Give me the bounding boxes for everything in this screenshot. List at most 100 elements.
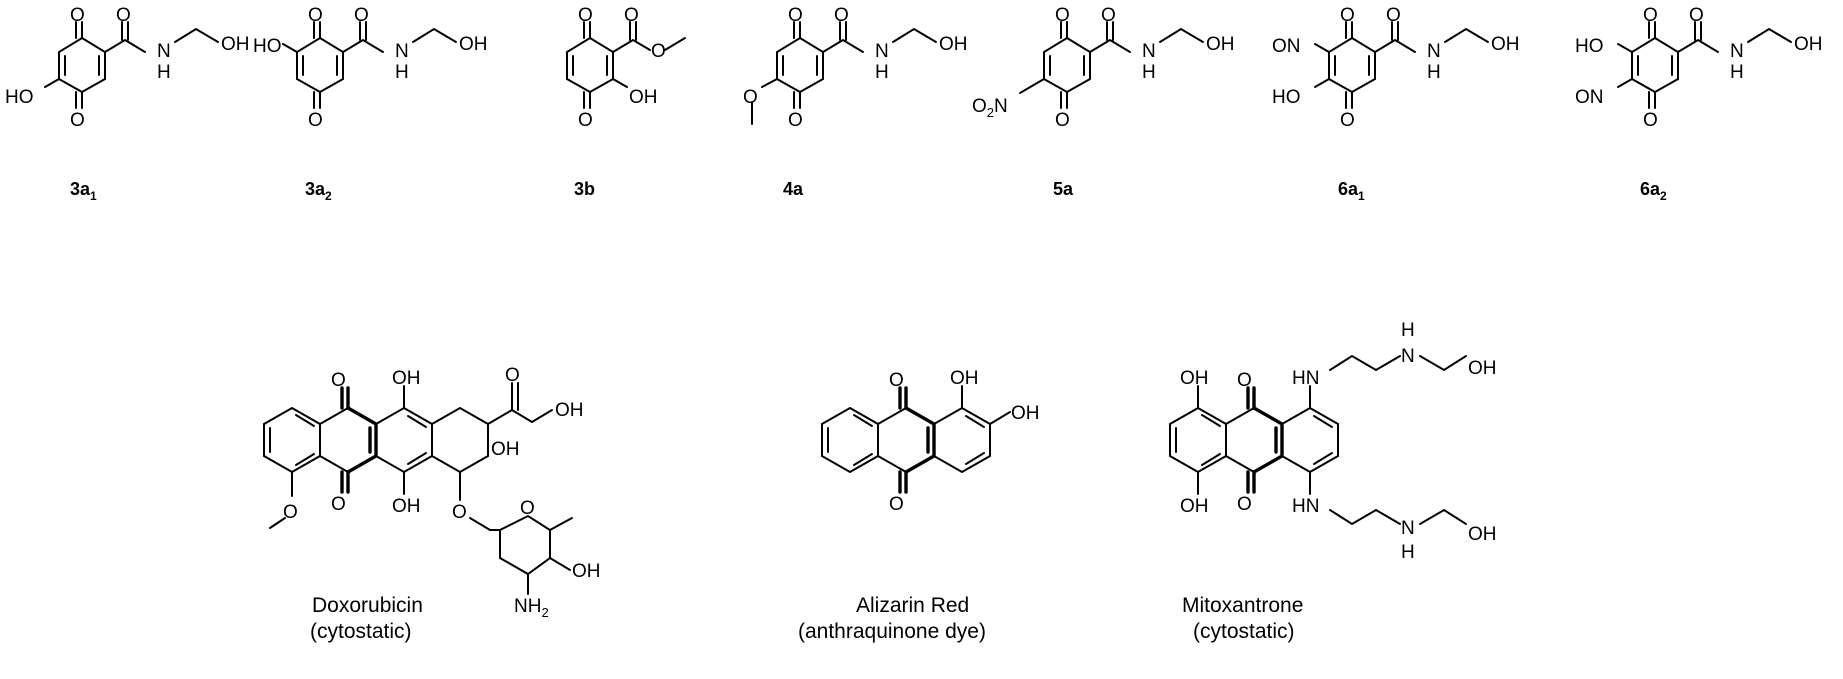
nitroso-label: ON [1272,36,1301,57]
hydroxyl-label: OH [555,400,584,421]
hydrogen-atom: H [1730,62,1744,83]
oxygen-atom: O [505,365,520,386]
doxorubicin-name: Doxorubicin [312,594,423,617]
oxygen-atom: O [331,370,346,391]
nitrogen-atom: N [1401,518,1415,539]
oxygen-atom: O [1237,494,1252,515]
oxygen-atom: O [889,494,904,515]
oxygen-atom: O [1055,5,1070,26]
compound-label-6a2: 6a2 [1640,179,1667,203]
oxygen-atom: O [1689,5,1704,26]
hydroxyl-label: OH [629,87,658,108]
hydroxyl-label: HO [1272,87,1301,108]
nitrogen-atom: N [157,41,171,62]
hydrogen-atom: H [1142,62,1156,83]
nitrogen-atom: N [1142,41,1156,62]
compound-label-3a1: 3a1 [70,179,97,203]
oxygen-atom: O [308,110,323,131]
hydroxyl-label: OH [1180,496,1209,517]
oxygen-atom: O [452,502,467,523]
oxygen-atom: O [1643,110,1658,131]
oxygen-atom: O [116,5,131,26]
oxygen-atom: O [624,5,639,26]
compound-label-6a1: 6a1 [1338,179,1365,203]
oxygen-atom: O [331,494,346,515]
nitrogen-atom: N [395,41,409,62]
oxygen-atom: O [578,110,593,131]
hydroxyl-label: HO [253,36,282,57]
hydroxyl-label: OH [1491,34,1520,55]
hydroxyl-label: OH [491,439,520,460]
doxorubicin-class: (cytostatic) [310,620,412,643]
hydroxyl-label: OH [1206,34,1235,55]
compound-label-4a: 4a [783,179,804,199]
mitoxantrone-structure: OH OH O O HN HN H N N H OH OH [1169,320,1497,563]
compound-5a-structure: O O O2N O N H OH [972,5,1235,131]
nitroso-label: ON [1575,87,1604,108]
hydrogen-atom: H [157,62,171,83]
hydroxyl-label: HO [5,87,34,108]
nitrogen-atom: N [875,41,889,62]
alizarin-red-class: (anthraquinone dye) [798,620,986,643]
alizarin-red-structure: O O OH OH [821,368,1040,515]
compound-6a2-structure: O O HO ON O N H OH [1575,5,1823,131]
nitrogen-atom: N [1427,41,1441,62]
compound-6a1-structure: O O ON HO O N H OH [1272,5,1520,131]
mitoxantrone-class: (cytostatic) [1193,620,1295,643]
doxorubicin-structure: O O OH OH O OH OH O O O OH NH2 [263,365,601,620]
compound-3b-structure: O O O O OH [566,5,686,131]
oxygen-atom: O [834,5,849,26]
compound-label-3b: 3b [574,179,595,199]
compound-3a1-structure: O O HO O N H OH [5,5,250,131]
hydroxyl-label: OH [392,368,421,389]
oxygen-atom: O [308,5,323,26]
hydroxyl-label: OH [572,561,601,582]
mitoxantrone-name: Mitoxantrone [1182,594,1303,617]
oxygen-atom: O [1055,110,1070,131]
hydrogen-atom: H [875,62,889,83]
oxygen-atom: O [1237,370,1252,391]
oxygen-atom: O [1386,5,1401,26]
compound-4a-structure: O O O O N H OH [743,5,968,131]
hydrogen-atom: H [1401,320,1415,341]
oxygen-atom: O [70,5,85,26]
oxygen-atom: O [889,370,904,391]
oxygen-atom: O [283,502,298,523]
amine-label: HN [1292,496,1319,517]
nitrogen-atom: N [1730,41,1744,62]
oxygen-atom: O [1340,5,1355,26]
hydroxyl-label: OH [950,368,979,389]
hydroxyl-label: OH [1468,524,1497,545]
oxygen-atom: O [651,41,666,62]
oxygen-atom: O [788,110,803,131]
oxygen-atom: O [743,87,758,108]
hydroxyl-label: HO [1575,36,1604,57]
oxygen-atom: O [1101,5,1116,26]
oxygen-atom: O [70,110,85,131]
nitrogen-atom: N [1401,346,1415,367]
alizarin-red-name: Alizarin Red [856,594,969,617]
hydroxyl-label: OH [939,34,968,55]
hydroxyl-label: OH [1011,403,1040,424]
compound-label-5a: 5a [1053,179,1074,199]
amine-label: HN [1292,368,1319,389]
hydrogen-atom: H [1427,62,1441,83]
oxygen-atom: O [520,498,535,519]
nitro-group-label: O2N [972,96,1008,120]
oxygen-atom: O [788,5,803,26]
hydroxyl-label: OH [1468,358,1497,379]
oxygen-atom: O [1340,110,1355,131]
amino-group-label: NH2 [514,596,549,620]
hydroxyl-label: OH [1794,34,1823,55]
hydroxyl-label: OH [392,496,421,517]
hydroxyl-label: OH [221,34,250,55]
compound-label-3a2: 3a2 [305,179,332,203]
hydroxyl-label: OH [1180,368,1209,389]
compound-3a2-structure: O O HO O N H OH [253,5,488,131]
hydrogen-atom: H [395,62,409,83]
hydroxyl-label: OH [459,34,488,55]
oxygen-atom: O [1643,5,1658,26]
oxygen-atom: O [354,5,369,26]
oxygen-atom: O [578,5,593,26]
